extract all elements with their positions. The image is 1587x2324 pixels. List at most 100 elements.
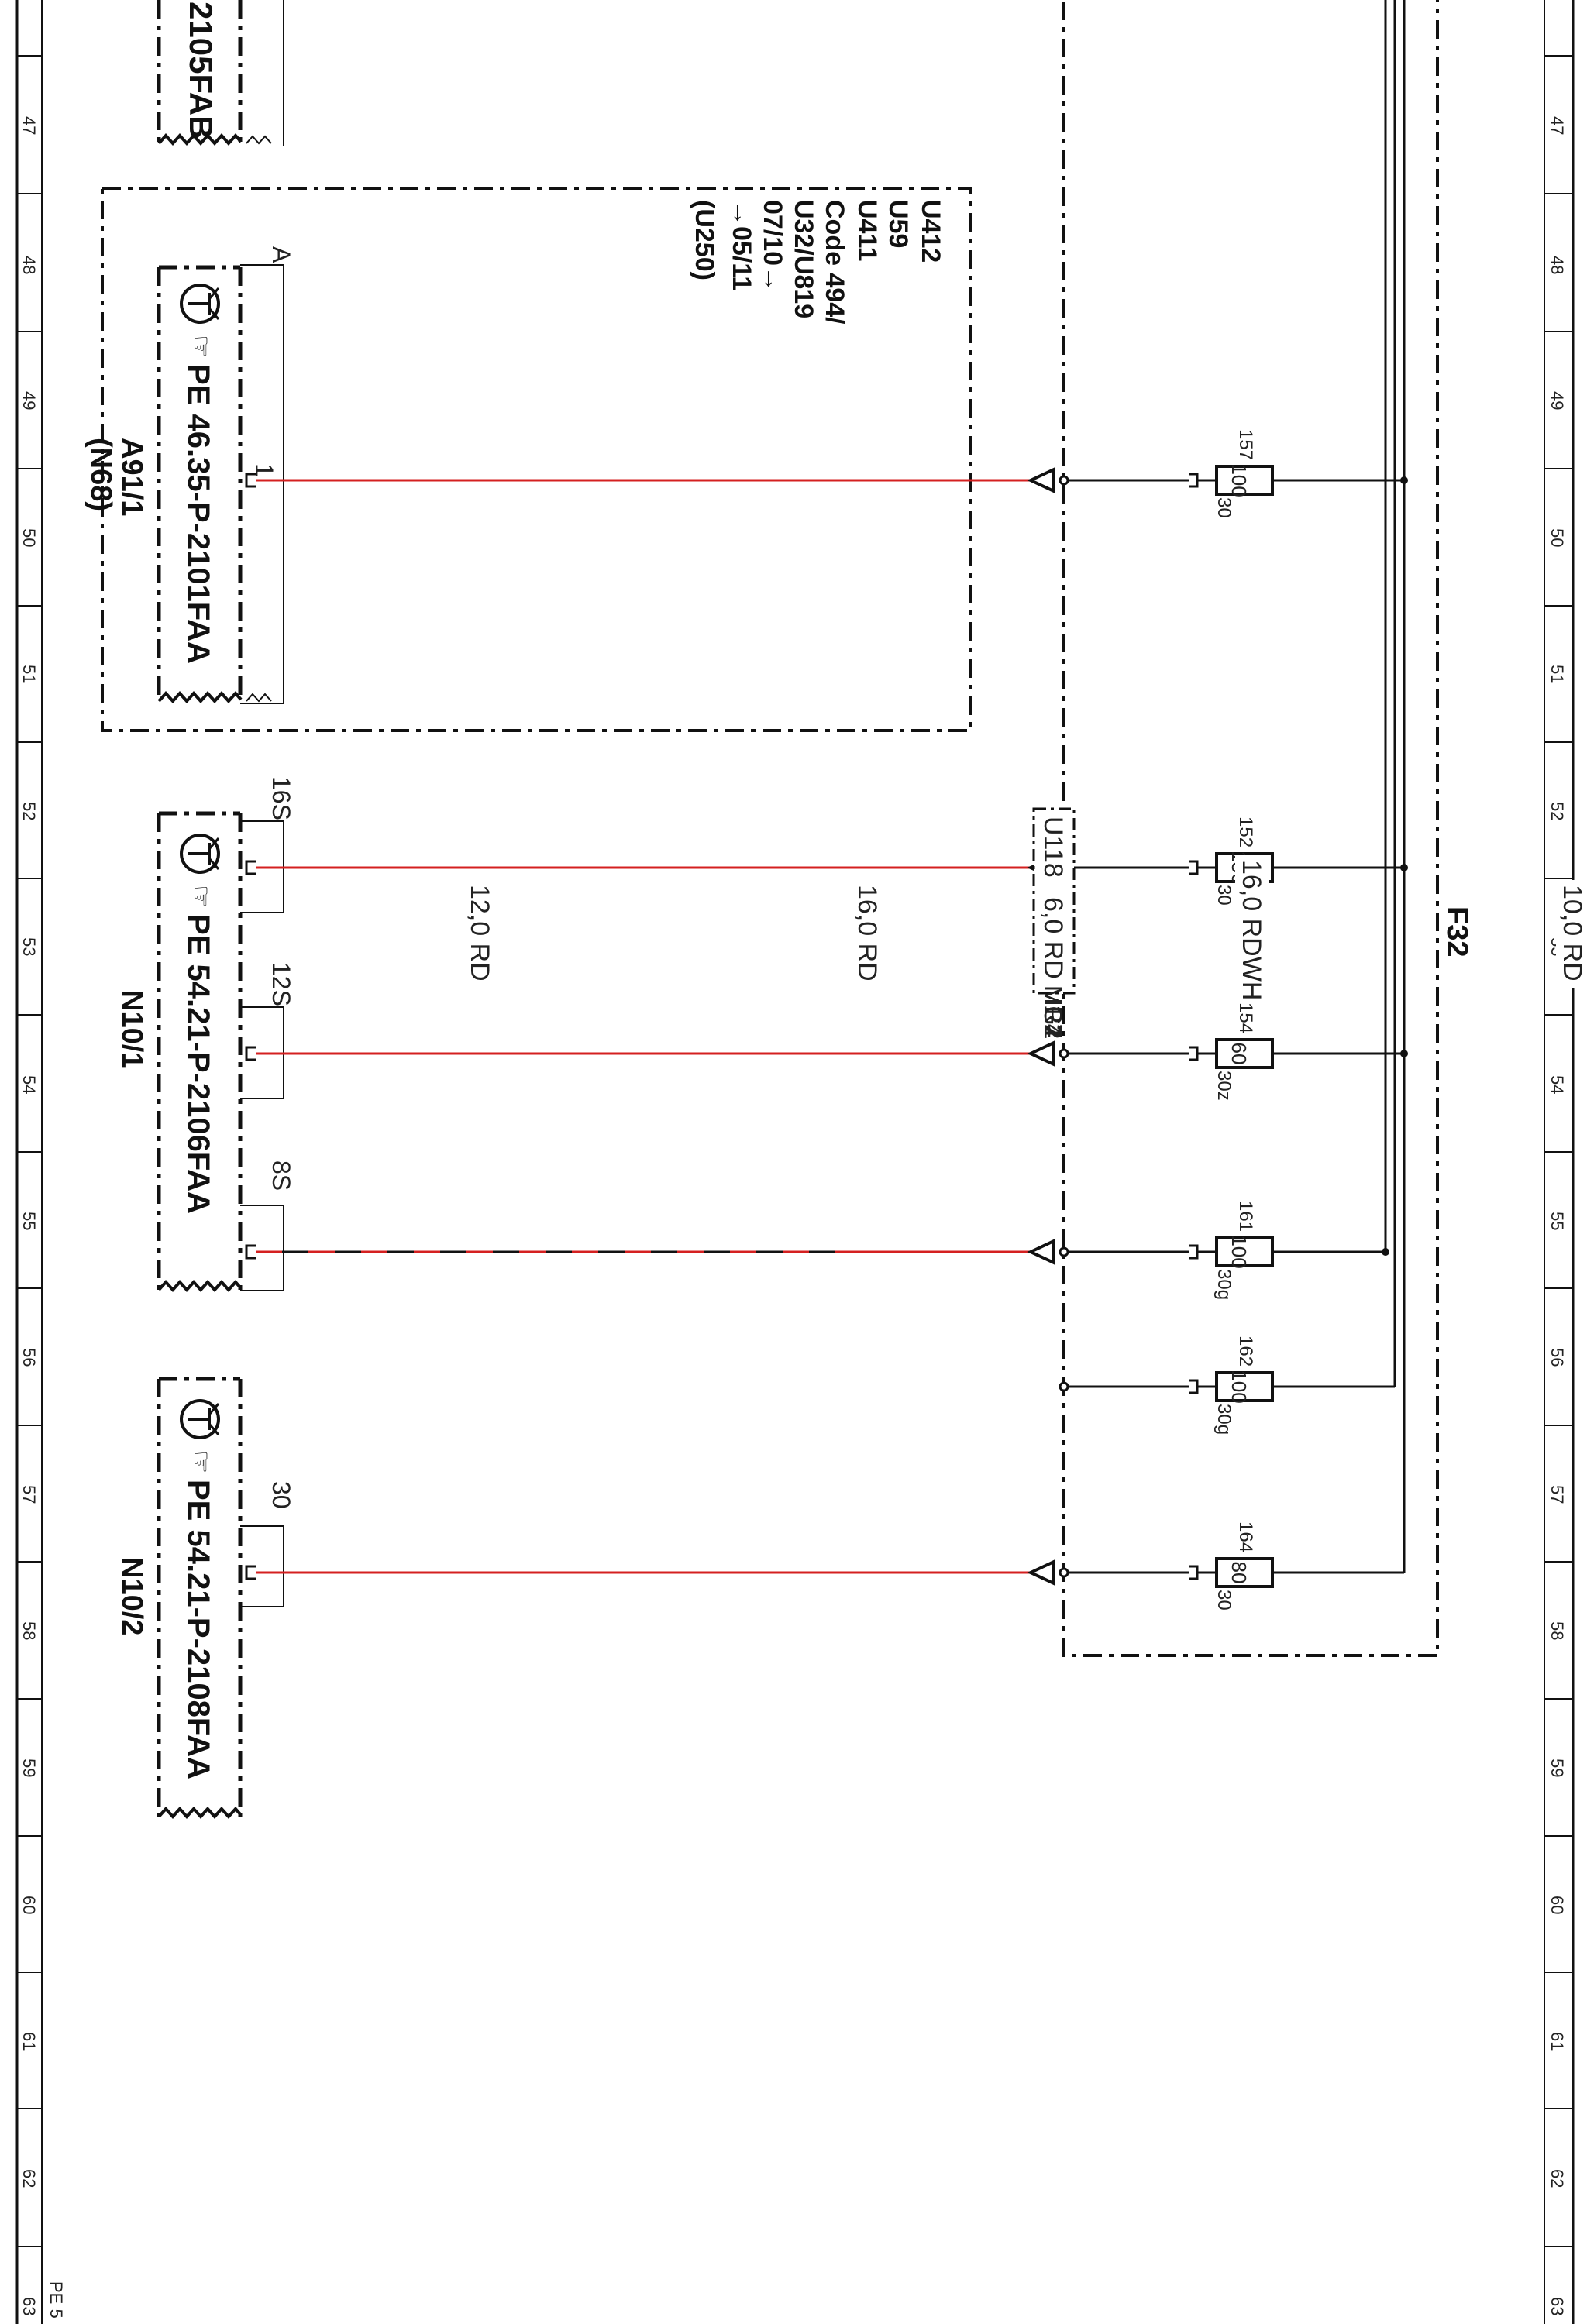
ruler-label-left: 47 [19,116,39,135]
bus-bars [1384,0,1406,1573]
component-name: N10/2 [115,1557,148,1635]
fuse-clip [1189,473,1199,488]
wire-label: 12,0 RD [465,885,494,982]
components: ☞ PE 46.35-P-2101FAA A91/1 (N68) A ☞ PE … [84,246,295,1819]
ruler-label-right: 58 [1547,1621,1567,1640]
group-code: U32/U819 [789,200,818,318]
fuse-clip [1189,1379,1199,1394]
fuse-terminal: 30 [1213,885,1234,906]
ruler-label-left: 55 [19,1212,39,1230]
group-code: →05/11 [727,200,756,290]
wire-label: 6,0 RD [1038,897,1068,979]
fuse-rating: 80 [1227,1562,1251,1584]
ruler-label-right: 50 [1547,528,1567,547]
pin-label: 8S [267,1160,295,1191]
ruler-label-right: 59 [1547,1758,1567,1777]
ground-symbol-icon [180,1399,220,1439]
group-code: 07/10→ [758,200,787,292]
fuse-number: 157 [1235,429,1256,460]
pin-terminal [245,1046,256,1061]
fuse-clip [1189,1565,1199,1580]
fuse-box-label: F32 [1441,906,1473,957]
fuse-icon [1215,1371,1274,1402]
fuse-box-f32: F32 [1062,0,1473,1657]
pin-terminal [245,473,256,488]
wire-label: 16,0 RD [852,885,882,982]
pin-label: 12S [267,962,295,1006]
fuse-rating: 100 [1227,463,1251,497]
connector-arrow-icon [1027,1559,1055,1587]
component-n10-2: ☞ PE 54.21-P-2108FAA N10/2 [115,1377,243,1819]
group-code: U59 [883,200,913,248]
fuse-clip [1189,1244,1199,1260]
bus-junction [1400,1050,1408,1057]
component-a91-1: ☞ PE 46.35-P-2101FAA A91/1 (N68) A [84,246,295,704]
top-component-ref: 2105FAB [183,2,219,139]
pin-label: 1 [250,463,278,477]
bus-junction [1400,476,1408,484]
ruler-label-left: 57 [19,1485,39,1504]
fuse-number: 164 [1235,1521,1256,1552]
option-box-label: U118 [1038,816,1068,878]
hand-pointer-icon: ☞ [186,885,215,908]
ruler-label-right: 49 [1547,391,1567,410]
fuse-clip [1189,860,1199,875]
ruler-label-right: 62 [1547,2169,1567,2188]
wire-label-bg [1235,855,1269,988]
component-alt-name: (N68) [84,438,117,511]
component-name: A91/1 [115,438,148,516]
fuse-terminal: 30g [1213,1269,1234,1300]
fuse-number: 152 [1235,816,1256,847]
ruler-label-right: 60 [1547,1896,1567,1914]
fuse-terminal: 30g [1213,1404,1234,1435]
group-code: U411 [852,200,882,261]
ruler-label-left: 58 [19,1621,39,1640]
group-code: Code 494/ [820,200,849,325]
bus-junction [1382,1248,1389,1256]
connector-label: MG1 [1039,985,1067,1039]
group-code: U412 [916,200,945,263]
fuse-terminal: 30z [1213,1071,1234,1101]
ruler-label-left: 60 [19,1896,39,1914]
page-frame [15,0,1575,2324]
ruler-label-right: 57 [1547,1485,1567,1504]
ruler-label-left: 52 [19,802,39,820]
ruler-labels: 4747484849495050515152525353545455555656… [19,116,1567,2315]
wire-label: 10,0 RD [1558,885,1587,982]
component-name: N10/1 [115,990,148,1068]
ruler-label-left: 63 [19,2297,39,2315]
ground-symbol-icon [180,284,220,324]
fuse-number: 161 [1235,1201,1256,1232]
ruler-label-left: 56 [19,1348,39,1367]
pin-terminal [245,1244,256,1260]
ground-symbol-icon [180,834,220,874]
wire-label-bg [1556,880,1587,988]
circuit-mr2: 16,0 RDMR21501523016S [245,776,1408,1038]
ruler-label-right: 48 [1547,256,1567,274]
component-n10-1: ☞ PE 54.21-P-2106FAA N10/1 [115,811,243,1292]
fuse-icon [1215,1557,1274,1588]
ruler-label-right: 52 [1547,802,1567,820]
ruler-label-left: 51 [19,665,39,683]
fuse-number: 162 [1235,1336,1256,1367]
fuse-rating: 100 [1227,1235,1251,1268]
connector-arrow-icon [1027,1040,1055,1067]
ruler-label-left: 62 [19,2169,39,2188]
ruler-ticks [17,55,1573,2247]
ruler-label-right: 61 [1547,2032,1567,2051]
fuse-terminal: 30 [1213,497,1234,518]
ruler-label-left: 61 [19,2032,39,2051]
connector-label: A [267,246,295,263]
ruler-label-left: 53 [19,937,39,956]
ruler-label-right: 47 [1547,116,1567,135]
component-ref: PE 54.21-P-2106FAA [181,914,215,1214]
ruler-label-left: 59 [19,1758,39,1777]
ruler-label-left: 50 [19,528,39,547]
ruler-label-right: 55 [1547,1212,1567,1230]
